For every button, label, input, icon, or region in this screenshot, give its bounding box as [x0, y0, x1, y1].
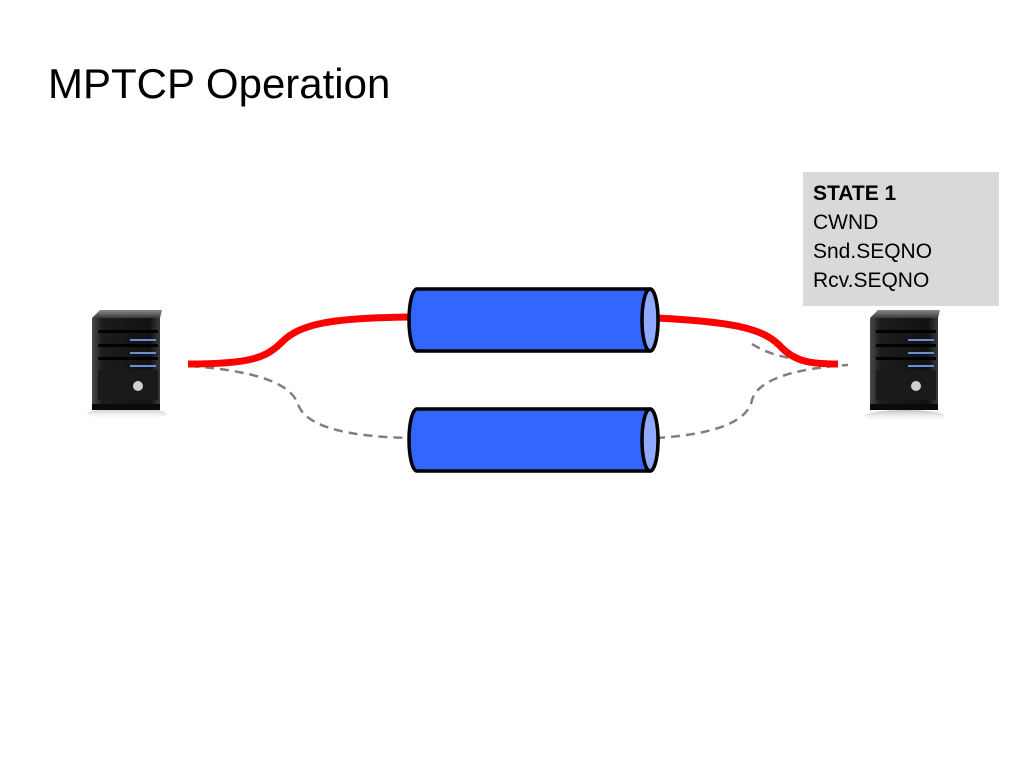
active-subflow-path	[655, 314, 839, 368]
state-line-cwnd: CWND	[813, 211, 879, 234]
active-subflow-path	[187, 313, 411, 368]
lower-path-tube	[407, 407, 660, 473]
state-heading: STATE 1	[813, 182, 897, 205]
idle-subflow-path	[189, 364, 411, 440]
idle-subflow-path	[655, 363, 849, 440]
state-line-snd-seqno: Snd.SEQNO	[813, 240, 933, 263]
state-line-rcv-seqno: Rcv.SEQNO	[813, 269, 930, 292]
upper-path-tube	[407, 287, 660, 353]
idle-subflow-path	[751, 342, 837, 365]
right-server-icon	[865, 310, 945, 422]
slide-title: MPTCP Operation	[48, 60, 391, 107]
state-box: STATE 1 CWND Snd.SEQNO Rcv.SEQNO	[803, 172, 999, 306]
left-server-icon	[87, 310, 167, 420]
